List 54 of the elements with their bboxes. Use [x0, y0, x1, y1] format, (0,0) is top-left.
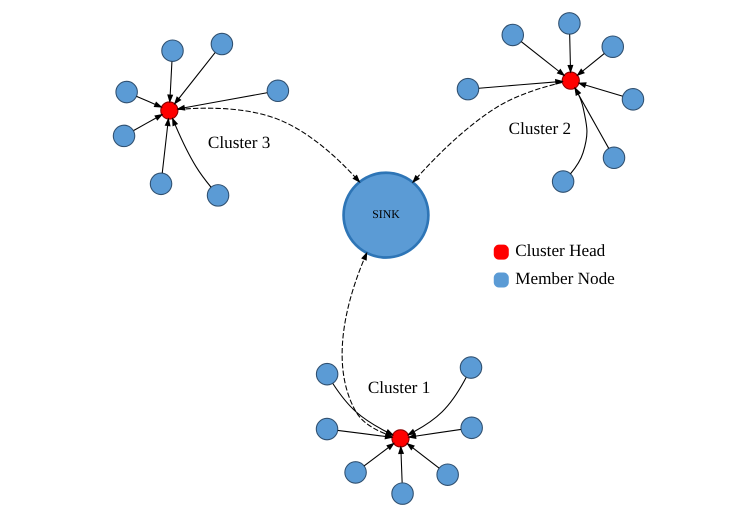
arrow — [412, 82, 562, 184]
node-circle — [315, 418, 338, 440]
arrow — [172, 117, 211, 188]
node-circle — [344, 461, 366, 484]
node-circle: SINK — [342, 171, 430, 259]
node-circle — [460, 416, 482, 440]
node-circle — [390, 482, 414, 505]
node-circle — [621, 88, 644, 111]
node-label: Cluster 3 — [207, 132, 270, 152]
arrow — [176, 92, 267, 111]
arrow — [576, 53, 604, 76]
arrow — [406, 377, 466, 436]
node-circle — [456, 78, 479, 100]
arrow — [136, 96, 162, 108]
node-circle — [459, 356, 482, 379]
arrow — [177, 108, 360, 183]
node-circle — [390, 429, 410, 448]
arrow — [577, 82, 622, 97]
arrow — [407, 428, 460, 440]
node-circle — [551, 170, 574, 193]
node-circle — [149, 172, 172, 196]
node-circle — [600, 35, 624, 58]
arrow — [332, 383, 394, 436]
arrow — [574, 86, 609, 149]
legend-label: Member Node — [514, 269, 614, 288]
arrow — [337, 430, 394, 440]
arrow — [398, 445, 404, 482]
node-circle — [210, 32, 233, 56]
node-circle — [561, 72, 580, 90]
arrow — [363, 442, 394, 466]
arrow — [166, 62, 173, 104]
node-circle — [602, 146, 625, 170]
node-circle — [266, 80, 289, 102]
arrow — [173, 52, 215, 105]
arrow — [478, 78, 564, 89]
node-circle — [160, 101, 178, 120]
node-circle — [558, 12, 580, 35]
arrow — [520, 41, 565, 76]
arrow — [132, 114, 163, 131]
node-circle — [160, 39, 184, 62]
arrow — [161, 117, 170, 174]
arrow — [341, 252, 392, 437]
legend-label: Cluster Head — [514, 241, 605, 260]
arrow — [566, 34, 573, 74]
node-circle — [114, 80, 138, 104]
node-circle — [206, 184, 229, 207]
node-label: Cluster 2 — [508, 119, 571, 138]
node-circle — [112, 124, 135, 148]
node-circle — [436, 463, 458, 486]
arrow — [570, 86, 587, 174]
node-label: Cluster 1 — [367, 378, 430, 398]
node-circle — [501, 24, 524, 46]
arrow — [406, 442, 439, 468]
node-circle — [315, 362, 338, 386]
